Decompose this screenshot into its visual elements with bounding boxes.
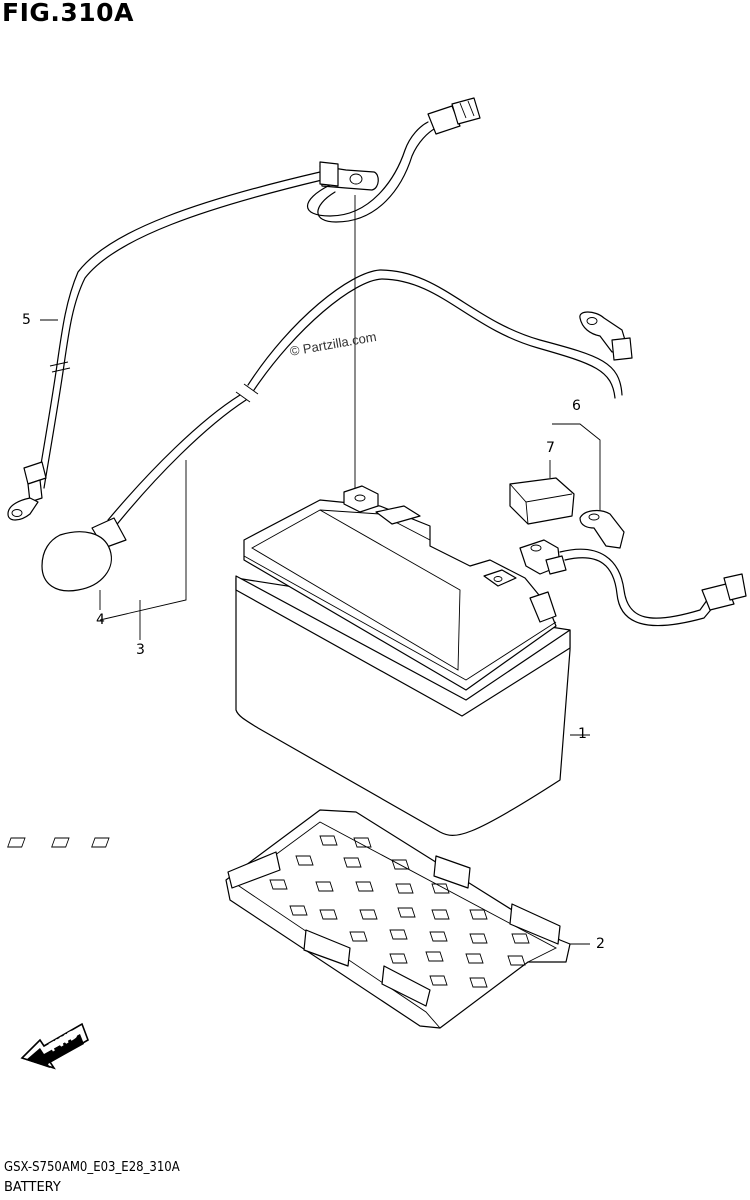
callout-1: 1: [578, 726, 587, 742]
part-4-terminal-cap: [41, 517, 127, 610]
part-7-fuse: [509, 477, 575, 525]
figure-code: GSX-S750AM0_E03_E28_310A: [4, 1160, 180, 1175]
callout-7: 7: [546, 440, 555, 456]
figure-title: FIG.310A: [2, 0, 134, 27]
callout-6: 6: [572, 398, 581, 414]
callout-3: 3: [136, 642, 145, 658]
part-2-battery-tray: [7, 809, 590, 1029]
tray-slots: [269, 835, 530, 988]
callout-5: 5: [22, 312, 31, 328]
fwd-arrow-icon: FWD: [20, 1022, 89, 1070]
part-1-battery: [235, 485, 590, 837]
callout-4: 4: [96, 612, 105, 628]
part-6-fuse-harness: [519, 423, 747, 627]
callout-2: 2: [596, 936, 605, 952]
figure-name: BATTERY: [4, 1180, 61, 1195]
part-5-negative-cable: [7, 97, 481, 521]
part-3-positive-cable: [99, 269, 633, 640]
